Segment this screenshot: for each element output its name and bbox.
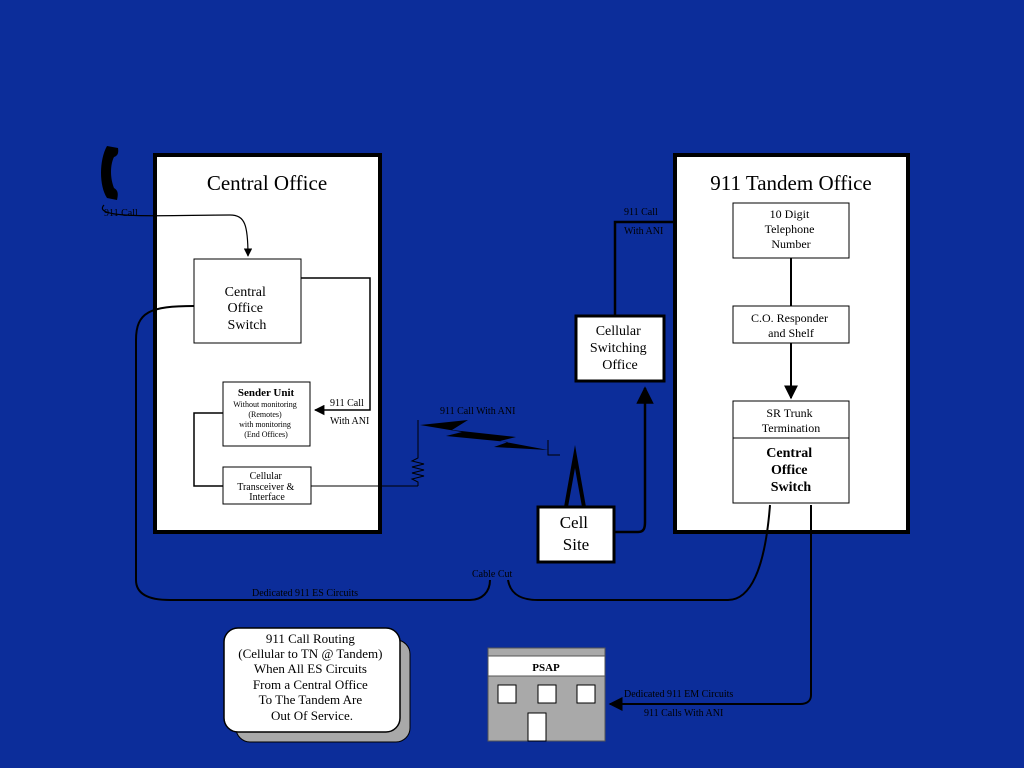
em-circuit-line xyxy=(608,505,812,711)
sender-unit-details: Without monitoring (Remotes) with monito… xyxy=(233,400,298,439)
cell-site-box xyxy=(536,505,616,564)
cellular-switching-office-box xyxy=(574,314,666,383)
cso-call-label: 911 Call xyxy=(624,207,658,218)
cellular-switching-office-label: Cellular Switching Office xyxy=(590,324,650,373)
tandem-switch-label: Central Office Switch xyxy=(766,446,815,495)
antenna-coil-icon xyxy=(410,420,425,486)
cellular-transceiver-label: Cellular Transceiver & Interface xyxy=(237,471,297,503)
cable-cut-label: Cable Cut xyxy=(472,569,512,580)
ten-digit-number-box xyxy=(732,202,850,259)
central-office-switch-label: Central Office Switch xyxy=(225,285,270,333)
responder-box xyxy=(732,305,850,344)
cell-site-label: Cell Site xyxy=(560,513,593,554)
psap-label: PSAP xyxy=(532,662,560,674)
switch-to-sender-line xyxy=(301,277,371,416)
sender-ani-label: With ANI xyxy=(330,416,369,427)
cso-ani-label: With ANI xyxy=(624,226,663,237)
radio-call-label: 911 Call With ANI xyxy=(440,406,515,417)
central-office-switch-box xyxy=(193,258,302,344)
sender-unit-box xyxy=(222,381,311,447)
responder-label: C.O. Responder and Shelf xyxy=(751,311,831,340)
lightning-bolt-icon xyxy=(420,420,548,450)
sr-trunk-label: SR Trunk Termination xyxy=(762,406,820,435)
es-circuit-right-line xyxy=(507,504,771,601)
callout-box xyxy=(223,627,401,733)
callout-text: 911 Call Routing (Cellular to TN @ Tande… xyxy=(238,631,385,723)
radio-receive-tick xyxy=(547,440,560,456)
sender-call-label: 911 Call xyxy=(330,398,364,409)
cell-site-to-cso-line xyxy=(614,386,654,534)
psap-building-icon xyxy=(487,647,606,742)
central-office-title: Central Office xyxy=(207,171,327,195)
es-circuit-left-line xyxy=(135,305,491,601)
em-circuits-label: Dedicated 911 EM Circuits xyxy=(624,689,733,700)
em-calls-label: 911 Calls With ANI xyxy=(644,708,723,719)
telephone-handset-icon xyxy=(101,146,119,200)
cell-tower-icon xyxy=(564,445,586,507)
sender-unit-title: Sender Unit xyxy=(238,387,295,399)
ten-digit-number-label: 10 Digit Telephone Number xyxy=(765,207,818,251)
incoming-call-line xyxy=(101,204,253,257)
sender-to-transceiver-line xyxy=(193,412,223,487)
incoming-call-label: 911 Call xyxy=(104,208,138,219)
es-circuits-label: Dedicated 911 ES Circuits xyxy=(252,588,358,599)
tandem-office-title: 911 Tandem Office xyxy=(710,171,871,195)
tandem-switch-box xyxy=(732,437,850,504)
